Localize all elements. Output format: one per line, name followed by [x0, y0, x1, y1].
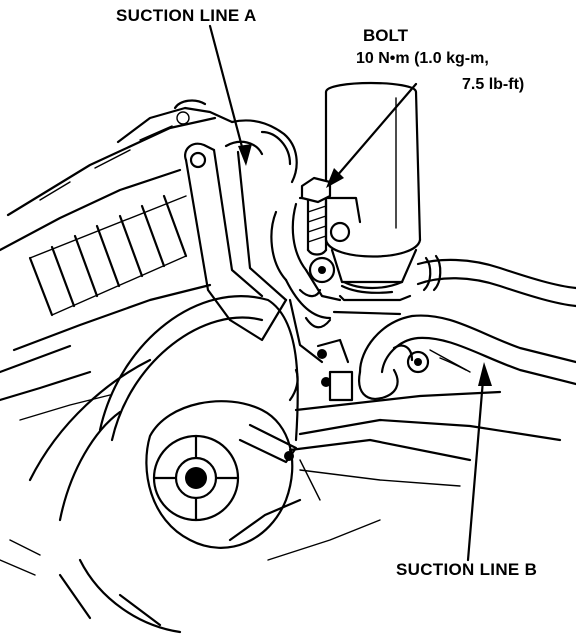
- pulley-drawing: [0, 295, 302, 634]
- bolt-torque-spec-line-1: 10 N•m (1.0 kg-m,: [356, 50, 489, 67]
- pump-body-drawing: [270, 196, 412, 402]
- bolt-label: BOLT: [363, 26, 409, 45]
- engine-block-drawing: [0, 99, 298, 421]
- suction-line-a-label: SUCTION LINE A: [116, 6, 257, 25]
- bolt-leader: [326, 82, 418, 188]
- suction-line-b-leader: [466, 362, 492, 562]
- bolt-drawing: [300, 176, 332, 256]
- suction-line-b-hose-drawing: [358, 314, 576, 400]
- return-hose-drawing: [340, 254, 576, 308]
- bolt-torque-spec-line-2: 7.5 lb-ft): [462, 76, 525, 93]
- lower-frame-drawing: [267, 390, 562, 561]
- suction-line-b-label: SUCTION LINE B: [396, 560, 538, 579]
- reservoir-drawing: [324, 81, 422, 290]
- suction-line-a-leader: [208, 24, 252, 166]
- mounting-bracket-drawing: [184, 140, 288, 342]
